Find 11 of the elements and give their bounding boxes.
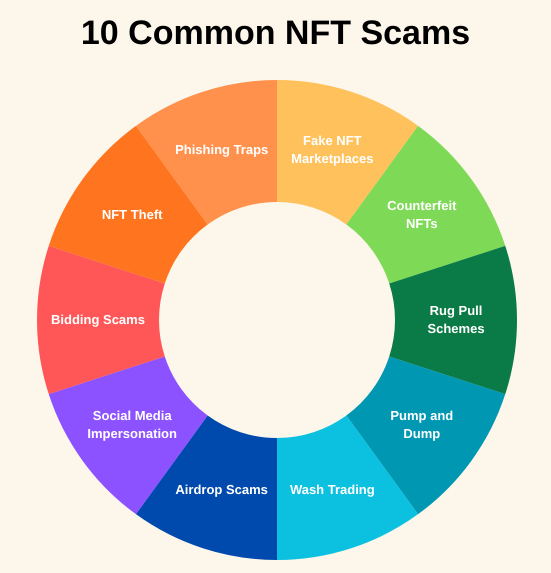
segment-label: Pump and Dump [389, 407, 454, 444]
segment-label: Social Media Impersonation [86, 407, 178, 444]
segment-label: Bidding Scams [51, 311, 145, 329]
segment-label: Phishing Traps [175, 140, 268, 159]
segment-label: Counterfeit NFTs [386, 196, 458, 233]
segment-label: Fake NFT Marketplaces [290, 132, 374, 168]
segment-label: Airdrop Scams [175, 481, 268, 500]
segment-label: Wash Trading [290, 481, 375, 500]
segment-label: Rug Pull Schemes [426, 302, 486, 338]
segment-label: NFT Theft [102, 206, 162, 224]
title: 10 Common NFT Scams [80, 14, 472, 53]
